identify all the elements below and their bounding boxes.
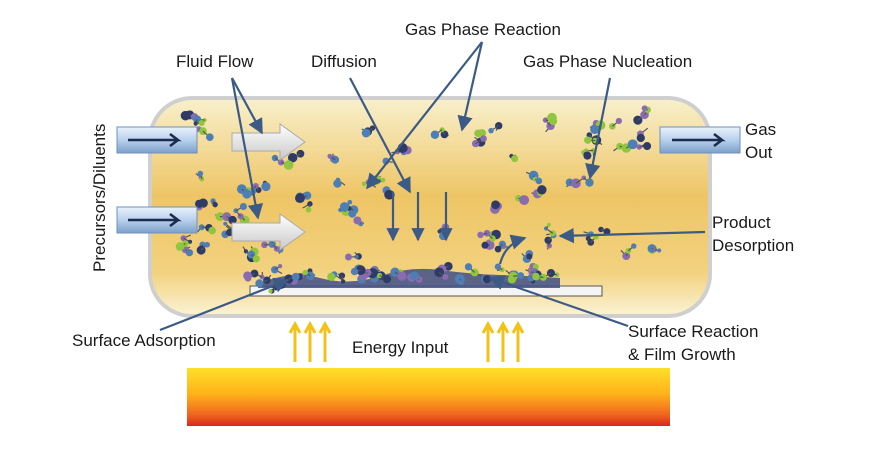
label-gas-out-2: Out [745,143,773,162]
heater [187,368,670,426]
molecule-icon [271,154,294,170]
energy-arrow-icon [511,320,525,362]
molecule-icon [494,240,510,253]
molecule-icon [197,224,216,235]
molecule-icon [376,272,392,284]
energy-arrow-icon [303,320,317,362]
molecule-icon [531,185,547,199]
molecule-icon [454,274,465,286]
molecule-icon [471,135,487,148]
molecule-icon [337,272,346,284]
molecule-icon [196,241,210,255]
molecule-icon [210,198,218,208]
desorption-curve [498,234,527,265]
molecule-icon [181,246,194,257]
label-gas-phase-reaction: Gas Phase Reaction [405,20,561,39]
molecule-icon [581,148,596,160]
molecule-icon [302,268,316,281]
energy-arrow-icon [481,320,495,362]
molecule-icon [543,222,556,237]
molecule-icon [180,110,199,121]
molecule-icon [488,122,503,134]
molecule-icon [327,271,343,281]
molecule-icon [333,177,346,188]
molecule-icon [195,198,208,211]
molecule-icon [261,180,271,192]
label-product-desorption-1: Product [712,213,771,232]
label-diffusion: Diffusion [311,52,377,71]
inlet-arrow-icon [116,126,198,154]
molecule-icon [505,269,525,281]
label-gas-phase-nucleation: Gas Phase Nucleation [523,52,693,71]
molecule-icon [361,125,376,138]
label-surface-reaction-1: Surface Reaction [628,322,759,341]
molecule-icon [636,142,652,151]
molecule-icon [515,194,530,205]
molecule-icon [598,226,611,236]
molecule-icon [302,201,313,213]
label-precursors: Precursors/Diluents [90,123,109,272]
molecule-icon [430,127,449,139]
molecule-icon [521,250,534,264]
molecule-icon [542,112,558,133]
label-gas-out-1: Gas [745,120,777,139]
energy-arrow-icon [318,320,332,362]
molecule-icon [195,170,205,182]
molecule-icon [339,202,359,218]
molecule-icon [633,105,651,125]
molecule-icon [193,115,207,126]
molecule-icon [243,269,265,282]
molecule-icon [215,212,237,225]
molecule-icon [509,153,519,163]
flow-arrow-icon [231,213,306,251]
molecule-icon [271,264,283,275]
molecule-icon [327,153,340,164]
molecule-icon [287,149,305,163]
energy-arrow-icon [288,320,525,362]
molecule-icon [390,267,407,281]
molecule-icon [434,261,453,280]
molecule-icon [481,239,495,250]
molecule-icon [175,234,193,251]
molecule-icon [636,127,649,143]
pointer-arrow-icon [159,41,706,332]
molecule-icon [647,244,662,254]
molecule-icon [407,271,423,283]
label-product-desorption-2: Desorption [712,236,795,255]
molecule-icon [236,184,252,199]
inlet-arrow-icon [116,206,198,234]
label-energy-input: Energy Input [352,338,449,357]
molecule-icon [620,243,637,261]
molecule-icon [609,117,622,130]
label-fluid-flow: Fluid Flow [176,52,254,71]
molecule-icon [350,265,366,276]
molecule-icon [494,263,505,273]
energy-arrow-icon [288,320,302,362]
label-surface-reaction-2: & Film Growth [628,345,736,364]
molecule-icon [613,139,638,153]
molecule-icon [565,175,594,189]
molecule-icon [477,229,496,242]
molecule-icon [464,263,479,277]
molecule-icon [490,200,503,214]
molecule-icon [295,191,312,204]
diffusion-arrows [386,192,453,242]
molecule-icon [255,274,272,288]
molecule-icon [532,268,560,281]
energy-arrow-icon [496,320,510,362]
label-surface-adsorption: Surface Adsorption [72,331,216,350]
molecule-icon [525,170,543,185]
molecule-icon [353,216,365,227]
molecule-icon [344,252,362,261]
outlet-arrow-icon [659,126,741,154]
molecule-icon [247,246,260,263]
molecules [175,105,662,294]
